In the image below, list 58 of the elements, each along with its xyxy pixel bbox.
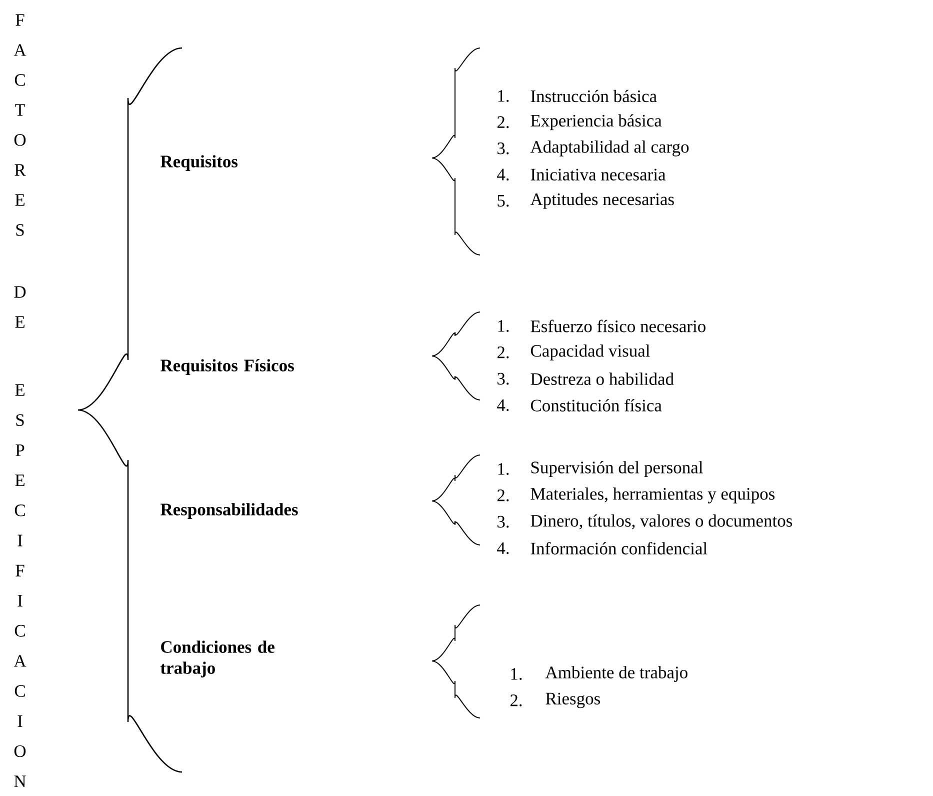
item-number: 5. <box>498 194 509 207</box>
letter: C <box>14 685 25 697</box>
letter: S <box>16 224 24 236</box>
item-number: 3. <box>498 142 509 154</box>
letter: C <box>14 74 25 86</box>
item-text: Materiales, herramientas y equipos <box>530 487 775 504</box>
item-text: Constitución física <box>530 398 662 412</box>
letter: E <box>15 384 24 396</box>
item-number: 1. <box>498 320 509 332</box>
item-number: 1. <box>511 668 522 680</box>
letter: I <box>18 534 22 546</box>
item-number: 1. <box>498 90 509 102</box>
item-text: Dinero, títulos, valores o documentos <box>530 514 792 530</box>
letter: E <box>15 194 24 206</box>
item-number: 2. <box>497 489 509 502</box>
item-text: Aptitudes necesarias <box>530 192 674 209</box>
letter: A <box>14 44 26 56</box>
heading: Responsabilidades <box>160 503 298 519</box>
item-text: Adaptabilidad al cargo <box>530 140 689 156</box>
letter: O <box>14 134 26 146</box>
item-text: Supervisión del personal <box>531 461 703 477</box>
letter: D <box>14 286 26 298</box>
heading: Requisitos Físicos <box>160 359 294 375</box>
heading: Condiciones de trabajo <box>160 640 274 678</box>
heading: Requisitos <box>160 155 238 171</box>
item-number: 1. <box>498 463 509 475</box>
letter: F <box>16 564 24 576</box>
item-number: 2. <box>497 116 509 128</box>
item-number: 2. <box>510 694 522 706</box>
letter: I <box>18 594 22 606</box>
item-text: Capacidad visual <box>530 344 650 360</box>
item-number: 4. <box>497 399 509 412</box>
letter: E <box>15 474 24 486</box>
letter: P <box>16 444 24 456</box>
letter: S <box>16 414 24 426</box>
item-text: Información confidencial <box>530 542 708 554</box>
letter: O <box>14 745 26 758</box>
item-text: Iniciativa necesaria <box>530 168 666 180</box>
item-text: Esfuerzo físico necesario <box>530 320 706 332</box>
letter: I <box>18 715 22 727</box>
item-number: 3. <box>498 516 509 528</box>
item-text: Instrucción básica <box>530 90 657 102</box>
letter: T <box>14 104 26 116</box>
letter: R <box>14 164 26 176</box>
item-number: 2. <box>497 346 509 358</box>
letter: C <box>14 624 25 637</box>
letter: N <box>14 776 26 788</box>
item-number: 4. <box>497 168 509 180</box>
item-number: 4. <box>497 542 509 554</box>
item-text: Ambiente de trabajo <box>545 666 688 682</box>
letter: E <box>15 316 24 328</box>
item-number: 3. <box>498 372 509 385</box>
item-text: Riesgos <box>546 692 600 708</box>
item-text: Destreza o habilidad <box>530 372 674 385</box>
letter: A <box>14 655 26 667</box>
letter: C <box>14 504 25 516</box>
letter: F <box>16 14 24 26</box>
item-text: Experiencia básica <box>530 114 662 130</box>
